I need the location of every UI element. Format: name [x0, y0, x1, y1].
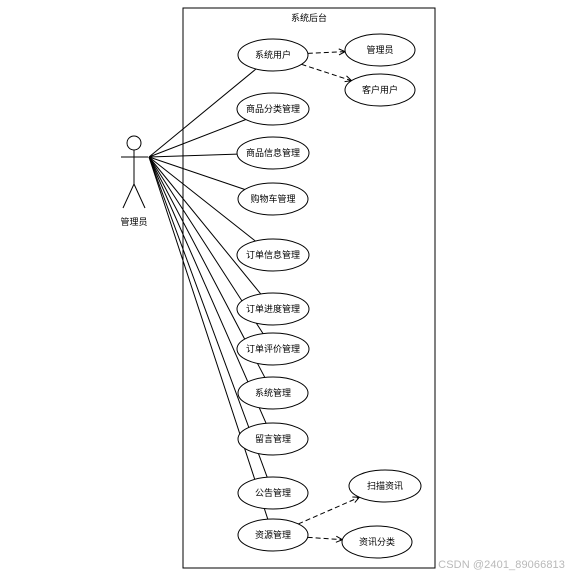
uc-system-manage-label: 系统管理 [255, 387, 291, 399]
dependency-uc-scan-news [298, 496, 360, 525]
association-uc-order-progress [148, 156, 262, 295]
dependency-uc-news-category [307, 536, 343, 541]
use-cases: 系统用户商品分类管理商品信息管理购物车管理订单信息管理订单进度管理订单评价管理系… [236, 33, 422, 559]
uc-product-info-ellipse [236, 136, 310, 170]
uc-admin-label: 管理员 [366, 44, 393, 56]
uc-resource-ellipse [237, 518, 309, 552]
uc-customer-label: 客户用户 [362, 84, 398, 96]
dependency-arrowhead-uc-news-category [335, 535, 344, 543]
uc-category-label: 商品分类管理 [246, 103, 300, 115]
dependency-uc-admin [307, 51, 346, 54]
uc-cart-ellipse [237, 182, 309, 216]
uc-message-label: 留言管理 [255, 433, 291, 445]
uc-message-ellipse [237, 422, 309, 456]
system-title: 系统后台 [291, 12, 327, 24]
uc-order-info: 订单信息管理 [236, 238, 310, 272]
association-uc-product-info [148, 153, 238, 158]
dependency-uc-customer [301, 63, 352, 82]
dependency-lines [298, 48, 361, 543]
uc-order-review-label: 订单评价管理 [246, 343, 300, 355]
uc-admin: 管理员 [344, 33, 416, 67]
association-uc-category [148, 119, 247, 158]
uc-announcement-label: 公告管理 [255, 487, 291, 499]
association-uc-message [148, 156, 267, 424]
uc-admin-ellipse [344, 33, 416, 67]
actor-right-leg [133, 183, 146, 209]
uc-system-user-ellipse [237, 38, 309, 72]
uc-order-info-label: 订单信息管理 [246, 249, 300, 261]
actor-left-leg [122, 183, 135, 209]
uc-category-ellipse [236, 92, 310, 126]
uc-news-category-ellipse [341, 525, 413, 559]
uc-announcement: 公告管理 [237, 476, 309, 510]
uc-message: 留言管理 [237, 422, 309, 456]
watermark: CSDN @2401_89066813 [438, 559, 565, 571]
uc-category: 商品分类管理 [236, 92, 310, 126]
uc-customer: 客户用户 [344, 73, 416, 107]
uc-scan-news-label: 扫描资讯 [367, 480, 403, 492]
uc-scan-news-ellipse [348, 469, 422, 503]
association-uc-announcement [148, 156, 268, 478]
uc-news-category-label: 资讯分类 [359, 536, 395, 548]
uc-system-user: 系统用户 [237, 38, 309, 72]
uc-resource-label: 资源管理 [255, 529, 291, 541]
uc-order-progress-ellipse [236, 292, 310, 326]
uc-customer-ellipse [344, 73, 416, 107]
actor-figure [121, 135, 148, 209]
uc-cart: 购物车管理 [237, 182, 309, 216]
uc-resource: 资源管理 [237, 518, 309, 552]
uc-order-review-ellipse [236, 332, 310, 366]
actor-label: 管理员 [120, 216, 147, 228]
actor-head [126, 135, 142, 151]
uc-system-manage: 系统管理 [237, 376, 309, 410]
uc-cart-label: 购物车管理 [250, 193, 295, 205]
association-lines [148, 68, 269, 520]
uc-news-category: 资讯分类 [341, 525, 413, 559]
uc-order-info-ellipse [236, 238, 310, 272]
association-uc-cart [148, 156, 246, 190]
uc-product-info-label: 商品信息管理 [246, 147, 300, 159]
association-uc-system-user [148, 68, 257, 158]
uc-order-progress: 订单进度管理 [236, 292, 310, 326]
uc-system-user-label: 系统用户 [255, 49, 291, 61]
association-uc-order-info [148, 156, 256, 242]
association-uc-resource [148, 156, 269, 520]
system-boundary [182, 7, 436, 569]
uc-order-review: 订单评价管理 [236, 332, 310, 366]
uc-product-info: 商品信息管理 [236, 136, 310, 170]
uc-announcement-ellipse [237, 476, 309, 510]
uc-scan-news: 扫描资讯 [348, 469, 422, 503]
uc-order-progress-label: 订单进度管理 [246, 303, 300, 315]
uc-system-manage-ellipse [237, 376, 309, 410]
